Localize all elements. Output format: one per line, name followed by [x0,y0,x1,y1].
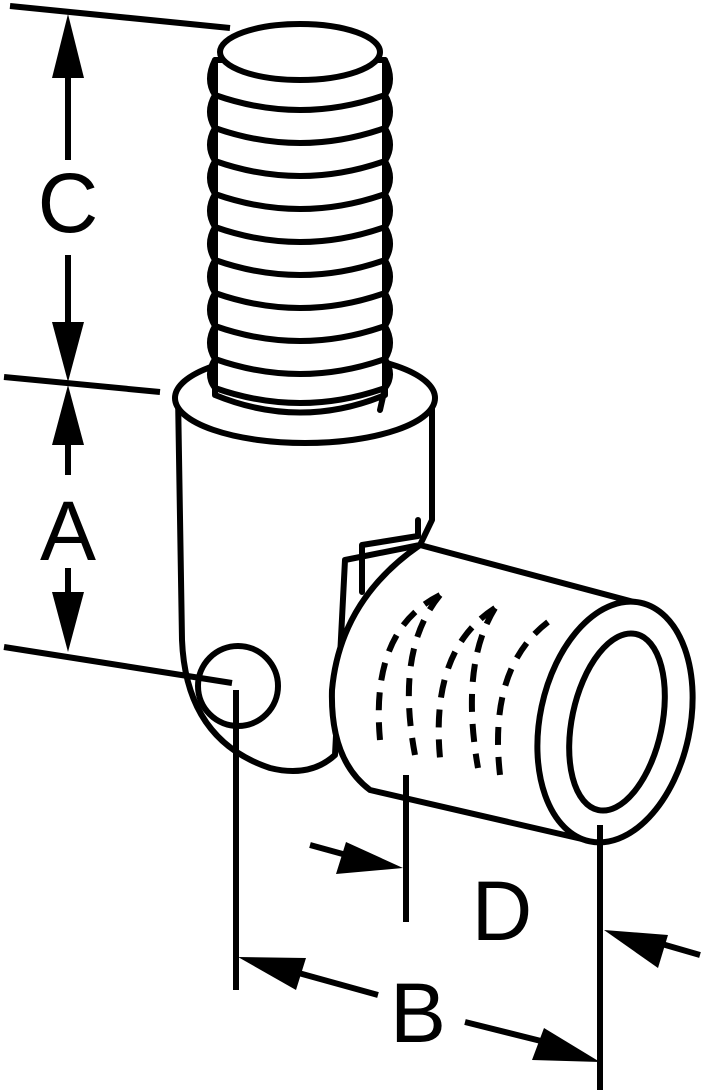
label-d: D [472,864,533,958]
label-a: A [40,484,96,578]
dimension-a: A [3,374,233,686]
label-b: B [390,966,446,1060]
dimension-b: B [233,690,603,1090]
label-c: C [38,156,99,250]
threaded-stud [207,21,393,416]
dimension-d: D [309,775,701,968]
threaded-barrel [328,542,696,846]
dimension-c: C [9,3,231,382]
